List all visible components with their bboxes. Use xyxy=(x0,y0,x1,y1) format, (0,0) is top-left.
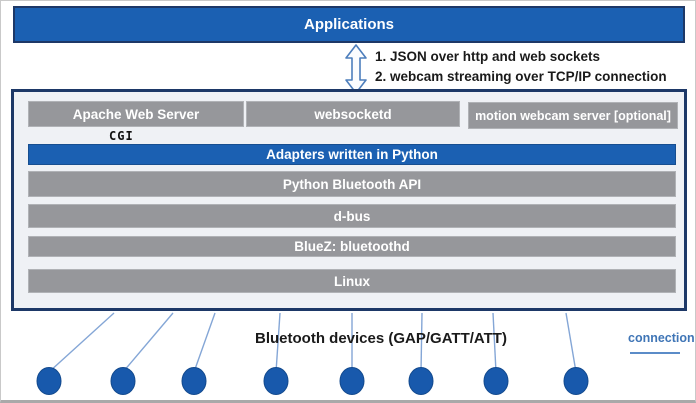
connection-legend-label: connection xyxy=(628,331,695,345)
applications-box: Applications xyxy=(13,6,685,43)
linux-layer: Linux xyxy=(28,269,676,293)
protocol-note-2: 2. webcam streaming over TCP/IP connecti… xyxy=(375,69,667,84)
websocketd-label: websocketd xyxy=(314,106,392,122)
adapters-layer-label: Adapters written in Python xyxy=(266,147,438,162)
bluez-bluetoothd-layer: BlueZ: bluetoothd xyxy=(28,236,676,257)
linux-label: Linux xyxy=(334,273,370,289)
python-bluetooth-api-label: Python Bluetooth API xyxy=(282,176,422,192)
motion-webcam-server-label: motion webcam server [optional] xyxy=(475,108,671,123)
bluez-bluetoothd-label: BlueZ: bluetoothd xyxy=(294,239,410,254)
bluetooth-devices-label: Bluetooth devices (GAP/GATT/ATT) xyxy=(255,330,507,347)
websocketd-box: websocketd xyxy=(246,101,460,127)
bluetooth-device-dot xyxy=(563,367,589,395)
protocol-note-1: 1. JSON over http and web sockets xyxy=(375,49,601,64)
bluetooth-device-dot xyxy=(339,367,365,395)
bluetooth-device-dot xyxy=(181,367,207,395)
connection-line xyxy=(48,312,115,373)
bluetooth-device-dot xyxy=(263,367,289,395)
connection-line xyxy=(565,312,577,373)
bluetooth-device-dot xyxy=(110,367,136,395)
python-bluetooth-api-layer: Python Bluetooth API xyxy=(28,171,676,197)
applications-label: Applications xyxy=(303,16,394,33)
bluetooth-device-dot xyxy=(408,367,434,395)
dbus-layer: d-bus xyxy=(28,204,676,228)
apache-web-server-box: Apache Web Server xyxy=(28,101,244,127)
cgi-label: CGI xyxy=(109,129,134,143)
connection-legend-line xyxy=(630,352,680,354)
connection-line xyxy=(193,312,216,373)
dbus-label: d-bus xyxy=(333,208,371,224)
motion-webcam-server-box: motion webcam server [optional] xyxy=(468,102,678,129)
connection-line xyxy=(122,312,174,373)
apache-web-server-label: Apache Web Server xyxy=(72,106,200,122)
bluetooth-device-dot xyxy=(483,367,509,395)
bluetooth-device-dot xyxy=(36,367,62,395)
adapters-layer: Adapters written in Python xyxy=(28,144,676,165)
